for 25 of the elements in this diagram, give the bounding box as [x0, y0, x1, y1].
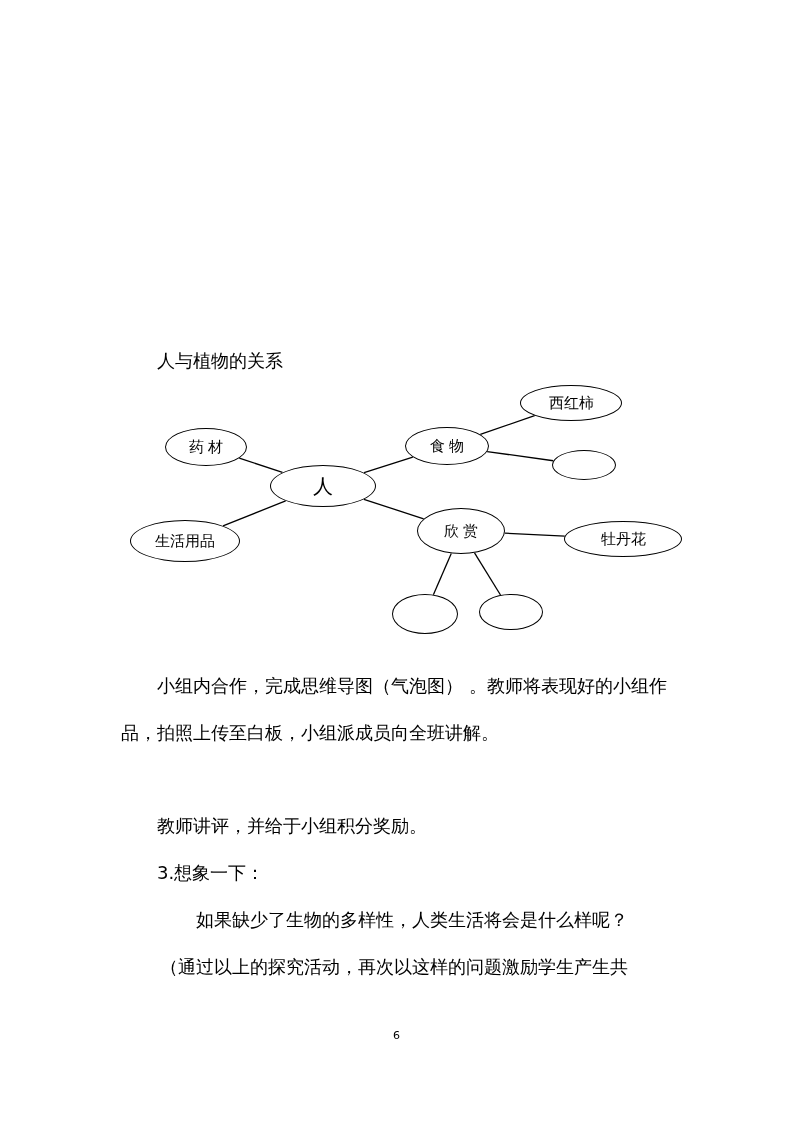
paragraph: （通过以上的探究活动，再次以这样的问题激励学生产生共 [160, 955, 628, 979]
numbered-heading: 3.想象一下： [157, 861, 265, 885]
empty-ellipse [392, 594, 458, 634]
connector-line [238, 457, 284, 474]
connector-line [479, 414, 536, 436]
bubble-ellipse: 牡丹花 [564, 521, 682, 557]
empty-ellipse [479, 594, 543, 630]
connector-line [432, 552, 452, 596]
bubble-ellipse: 西红柿 [520, 385, 622, 421]
bubble-ellipse: 人 [270, 465, 376, 507]
paragraph: 教师讲评，并给于小组积分奖励。 [157, 814, 427, 838]
connector-line [473, 552, 502, 596]
heading: 人与植物的关系 [157, 349, 283, 373]
question-text: 如果缺少了生物的多样性，人类生活将会是什么样呢？ [196, 908, 628, 932]
connector-line [222, 500, 287, 527]
bubble-ellipse: 欣 赏 [417, 508, 505, 554]
connector-line [504, 532, 566, 537]
connector-line [486, 450, 554, 462]
bubble-ellipse: 食 物 [405, 427, 489, 465]
bubble-ellipse: 药 材 [165, 428, 247, 466]
page-number: 6 [393, 1028, 400, 1044]
connector-line [363, 456, 414, 474]
paragraph: 小组内合作，完成思维导图（气泡图） 。教师将表现好的小组作品，拍照上传至白板，小组派成员向全班讲解。 [121, 674, 668, 745]
bubble-ellipse: 生活用品 [130, 520, 240, 562]
connector-line [363, 498, 425, 520]
